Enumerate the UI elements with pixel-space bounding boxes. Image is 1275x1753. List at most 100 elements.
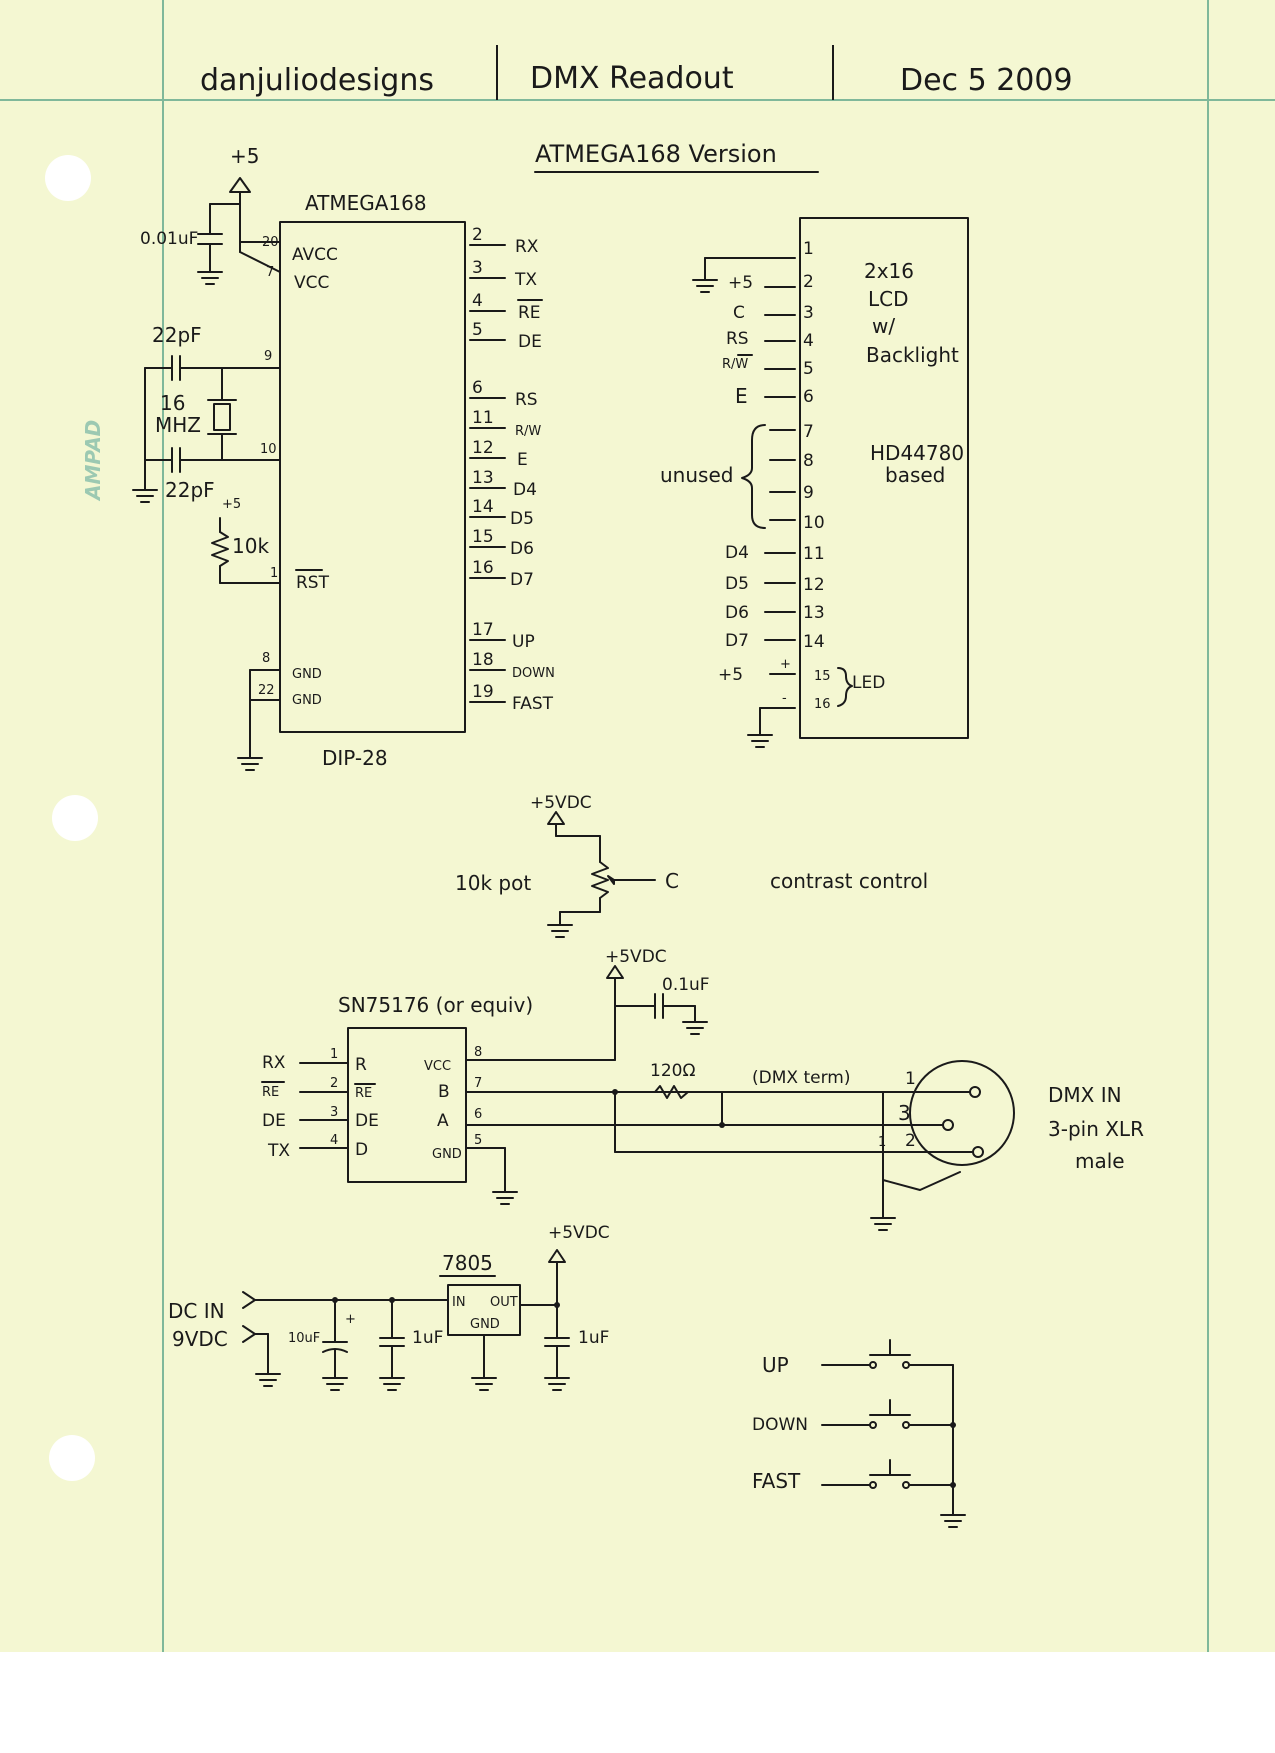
mcu-pin-name: DOWN [512, 666, 555, 681]
mcu-left-pin-num: 20 [262, 235, 279, 250]
binder-hole-top [45, 155, 91, 201]
contrast-pot-label: 10k pot [455, 871, 531, 895]
ground-icon [492, 1191, 518, 1205]
switch-down: DOWN [752, 1399, 956, 1435]
transceiver-pin-name: RE [355, 1086, 372, 1101]
mcu-pin-num: 19 [472, 682, 494, 702]
lcd-size: 2x16 [864, 259, 914, 283]
xlr-title: DMX IN [1048, 1083, 1122, 1107]
lcd-pin-label: R/W [722, 357, 748, 372]
ground-icon [682, 1021, 708, 1035]
led-minus-label: - [782, 691, 787, 706]
lcd-pin-label: D4 [725, 543, 749, 563]
power-section: DC IN 9VDC + 10uF 1uF 7805 [168, 1223, 610, 1391]
decoupling-cap-label: 0.01uF [140, 229, 198, 249]
transceiver-pin-name: R [355, 1055, 367, 1075]
net-label: RX [262, 1053, 286, 1073]
mcu-pin-num: 17 [472, 620, 494, 640]
mcu-pin-num: 18 [472, 650, 494, 670]
mcu-pin-name: UP [512, 632, 535, 652]
mcu-pin-num: 6 [472, 378, 483, 398]
transceiver-supply-label: +5VDC [605, 947, 667, 967]
contrast-section: +5VDC C 10k pot contrast control [455, 793, 928, 938]
transceiver-pin-name: D [355, 1140, 368, 1160]
transceiver-pin-num: 8 [474, 1045, 482, 1060]
termination-label: (DMX term) [752, 1068, 850, 1088]
ground-icon [940, 1514, 966, 1528]
crystal-freq-unit: MHZ [155, 413, 201, 437]
switch-down-label: DOWN [752, 1415, 808, 1435]
mcu-left-pin-name: GND [292, 693, 322, 708]
crystal-cap1-label: 22pF [152, 323, 202, 347]
lcd-section: 2x16 LCD w/ Backlight HD44780 based 1 2+… [660, 217, 969, 748]
mcu-left-pin-num: 8 [262, 651, 270, 666]
transceiver-pin-name: B [438, 1082, 450, 1102]
transceiver-pin-num: 4 [330, 1133, 338, 1148]
lcd-pin-num: 7 [803, 422, 814, 442]
ground-icon [471, 1377, 497, 1391]
xlr-section: 1 3 1 2 DMX IN 3-pin XLR male [869, 1060, 1144, 1231]
lcd-pin-label: D7 [725, 631, 749, 651]
author-name: danjuliodesigns [200, 63, 434, 98]
mcu-section: ATMEGA168 DIP-28 +5 0.01uF 22pF [132, 144, 555, 771]
xlr-pin3-label: 3 [898, 1101, 911, 1125]
lcd-controller-based: based [885, 463, 945, 487]
regulator-out-cap: 1uF [578, 1328, 609, 1348]
xlr-pin2-label: 2 [905, 1131, 916, 1151]
switch-fast-label: FAST [752, 1469, 801, 1493]
mcu-left-pin-num: 9 [264, 349, 272, 364]
net-label: RE [262, 1085, 279, 1100]
paper-ruling [0, 0, 1275, 1652]
lcd-pin-label: E [735, 384, 748, 408]
led-plus-label: + [780, 657, 791, 672]
mcu-pin-num: 11 [472, 408, 494, 428]
mcu-pin-num: 15 [472, 527, 494, 547]
mcu-pin-num: 16 [472, 558, 494, 578]
transceiver-pin-name: DE [355, 1111, 379, 1131]
power-input-label: DC IN [168, 1299, 225, 1323]
mcu-pin-num: 13 [472, 468, 494, 488]
lcd-controller: HD44780 [870, 441, 964, 465]
transceiver-pin-num: 6 [474, 1107, 482, 1122]
mcu-pin-num: 12 [472, 438, 494, 458]
crystal-icon [213, 403, 231, 431]
ground-icon [322, 1377, 348, 1391]
xlr-type: 3-pin XLR [1048, 1117, 1144, 1141]
mcu-left-pin-num: 7 [266, 265, 274, 280]
transceiver-cap-label: 0.1uF [662, 975, 710, 995]
mcu-pin-name: TX [514, 270, 537, 290]
transceiver-pin-name: A [437, 1111, 449, 1131]
lcd-pin-num: 13 [803, 603, 825, 623]
transceiver-pin-name: GND [432, 1147, 462, 1162]
potentiometer-icon [591, 861, 609, 899]
mcu-left-pin-name: RST [296, 573, 330, 593]
lcd-pin-label: +5 [718, 665, 743, 685]
mcu-pin-name: D7 [510, 570, 534, 590]
lcd-pin-num: 6 [803, 387, 814, 407]
xlr-connector-icon [909, 1060, 1015, 1166]
net-label: DE [262, 1111, 286, 1131]
mcu-left-pin-name: VCC [294, 273, 329, 293]
xlr-gender: male [1075, 1149, 1125, 1173]
transceiver-pin-num: 5 [474, 1133, 482, 1148]
lcd-pin-num: 15 [814, 669, 831, 684]
regulator-in: IN [452, 1295, 466, 1310]
lcd-pin-num: 2 [803, 272, 814, 292]
lcd-pin-label: D5 [725, 574, 749, 594]
unused-brace [741, 424, 766, 529]
binder-hole-middle [52, 795, 98, 841]
mcu-pin-name: RX [515, 237, 539, 257]
regulator-out-supply: +5VDC [548, 1223, 610, 1243]
page-title: DMX Readout [530, 61, 734, 96]
lcd-with: w/ [872, 314, 895, 338]
lcd-pin-num: 3 [803, 303, 814, 323]
ground-icon [132, 489, 158, 503]
page-subtitle: ATMEGA168 Version [535, 140, 777, 168]
lcd-pin-num: 12 [803, 575, 825, 595]
ground-icon [692, 279, 718, 293]
ground-icon [379, 1377, 405, 1391]
transceiver-pin-num: 3 [330, 1105, 338, 1120]
